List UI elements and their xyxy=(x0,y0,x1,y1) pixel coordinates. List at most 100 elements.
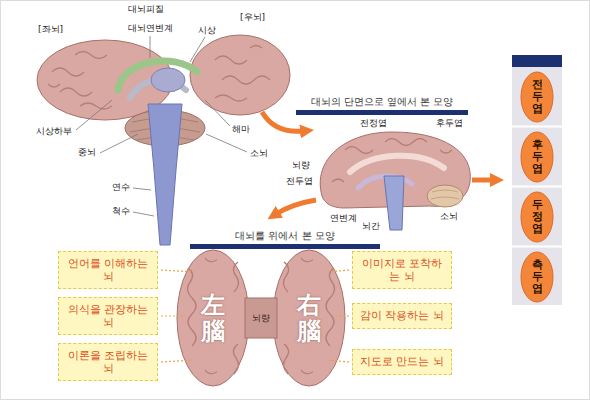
part-label: 뇌간 xyxy=(362,221,380,232)
brainstem xyxy=(148,104,182,245)
gyrus xyxy=(326,268,335,346)
gyrus xyxy=(301,370,313,374)
sagittal-brain-illustration xyxy=(320,132,470,230)
gyrus xyxy=(440,150,452,153)
gyri xyxy=(48,52,112,110)
heading-text: 대뇌의 단면으로 옆에서 본 모양 xyxy=(298,96,466,108)
hemisphere-name: 左腦 xyxy=(201,292,225,345)
leader-line xyxy=(161,270,194,272)
function-text: 감이 작용하는 뇌 xyxy=(359,309,445,322)
gyrus xyxy=(332,179,344,182)
leader-line xyxy=(328,360,349,362)
leader-line xyxy=(76,100,112,130)
oval-shape xyxy=(521,72,553,122)
oval-shape xyxy=(521,132,553,182)
leader-line xyxy=(190,37,205,62)
part-label: 뇌량 xyxy=(292,160,310,171)
cell-divider xyxy=(512,126,562,128)
gyrus xyxy=(48,84,60,87)
part-label: 뇌량 xyxy=(252,313,270,323)
function-text: 지도로 만드는 뇌 xyxy=(359,355,445,368)
gyrus xyxy=(301,258,313,262)
lobe-name: 후두엽 xyxy=(532,139,543,175)
lobe-oval: 후두엽 xyxy=(518,131,556,183)
hemisphere-name: 右腦 xyxy=(297,292,321,345)
cerebellum xyxy=(427,185,463,207)
part-label: 대뇌피질 xyxy=(128,4,164,15)
part-label: 시상 xyxy=(198,25,216,36)
gyrus xyxy=(283,262,288,292)
gyrus xyxy=(385,139,427,146)
section-heading-band: 대뇌를 위에서 본 모양 xyxy=(190,229,380,249)
oval-shape xyxy=(521,192,553,242)
part-label: 중뇌 xyxy=(78,147,96,158)
hemisphere-label: [우뇌] xyxy=(240,12,265,23)
section-heading-band: 대뇌의 단면으로 옆에서 본 모양 xyxy=(296,95,468,115)
lobe-oval: 전두엽 xyxy=(518,71,556,123)
lobe-name: 두정엽 xyxy=(532,199,543,235)
lobe-label: 전정엽 xyxy=(360,118,387,129)
function-box: 감이 작용하는 뇌 xyxy=(352,303,452,328)
function-text: 언어를 이해하는 뇌 xyxy=(65,257,151,283)
gyrus xyxy=(187,268,196,346)
gyrus xyxy=(283,344,288,374)
part-label: 시상하부 xyxy=(36,126,72,137)
heading-text: 대뇌를 위에서 본 모양 xyxy=(192,230,378,242)
gyrus xyxy=(222,76,270,84)
leader-line xyxy=(161,360,194,362)
function-box: 이미지로 포착하는 뇌 xyxy=(352,251,452,289)
part-label: 척수 xyxy=(112,206,130,217)
function-box: 지도로 만드는 뇌 xyxy=(352,349,452,374)
cell-divider xyxy=(512,246,562,248)
corpus-callosum xyxy=(350,156,444,172)
lobe-name: 측두엽 xyxy=(532,259,543,295)
panel-ground xyxy=(512,55,562,305)
lobe-oval: 두정엽 xyxy=(518,191,556,243)
part-label: 해마 xyxy=(232,124,250,135)
brainstem xyxy=(384,176,404,230)
cerebellum-folds xyxy=(431,190,459,199)
gyrus xyxy=(52,68,84,76)
function-box: 언어를 이해하는 뇌 xyxy=(58,251,158,289)
leader-line xyxy=(328,270,349,272)
hemisphere-label: [좌뇌] xyxy=(38,24,63,35)
leader-line xyxy=(133,212,154,216)
part-label: 소뇌 xyxy=(250,148,268,159)
thalamus xyxy=(151,68,185,92)
gyrus xyxy=(205,258,217,262)
leader-line xyxy=(336,315,349,316)
gyri xyxy=(215,46,270,102)
flow-arrow xyxy=(262,112,304,131)
lobe-label: 후두엽 xyxy=(436,118,463,129)
leader-lines xyxy=(161,270,349,362)
whole-brain-illustration xyxy=(37,35,290,245)
lobe-oval: 측두엽 xyxy=(518,251,556,303)
function-box: 이론을 조립하는 뇌 xyxy=(58,343,158,381)
gyrus xyxy=(345,147,373,154)
flow-arrows xyxy=(262,112,494,214)
lobe-panel xyxy=(512,55,562,305)
part-label: 연수 xyxy=(112,182,130,193)
top-view-brain-illustration xyxy=(161,250,349,386)
cell-divider xyxy=(512,186,562,188)
lobe-name: 전두엽 xyxy=(532,79,543,115)
right-hemisphere xyxy=(273,250,345,386)
panel-top-bar xyxy=(512,55,562,67)
leader-line xyxy=(161,315,186,316)
part-label: 연변계 xyxy=(330,213,357,224)
flow-arrow xyxy=(472,178,494,183)
gyrus xyxy=(205,370,217,374)
gyrus xyxy=(60,88,92,96)
gyrus xyxy=(215,95,247,101)
lobe-label: 전두엽 xyxy=(286,176,313,187)
leader-line xyxy=(133,188,151,190)
flow-arrow xyxy=(276,200,316,214)
leader-line xyxy=(150,36,151,58)
leader-line xyxy=(100,134,138,153)
function-text: 의식을 관장하는 뇌 xyxy=(65,303,151,329)
leader-lines xyxy=(76,36,247,216)
function-text: 이론을 조립하는 뇌 xyxy=(65,349,151,375)
